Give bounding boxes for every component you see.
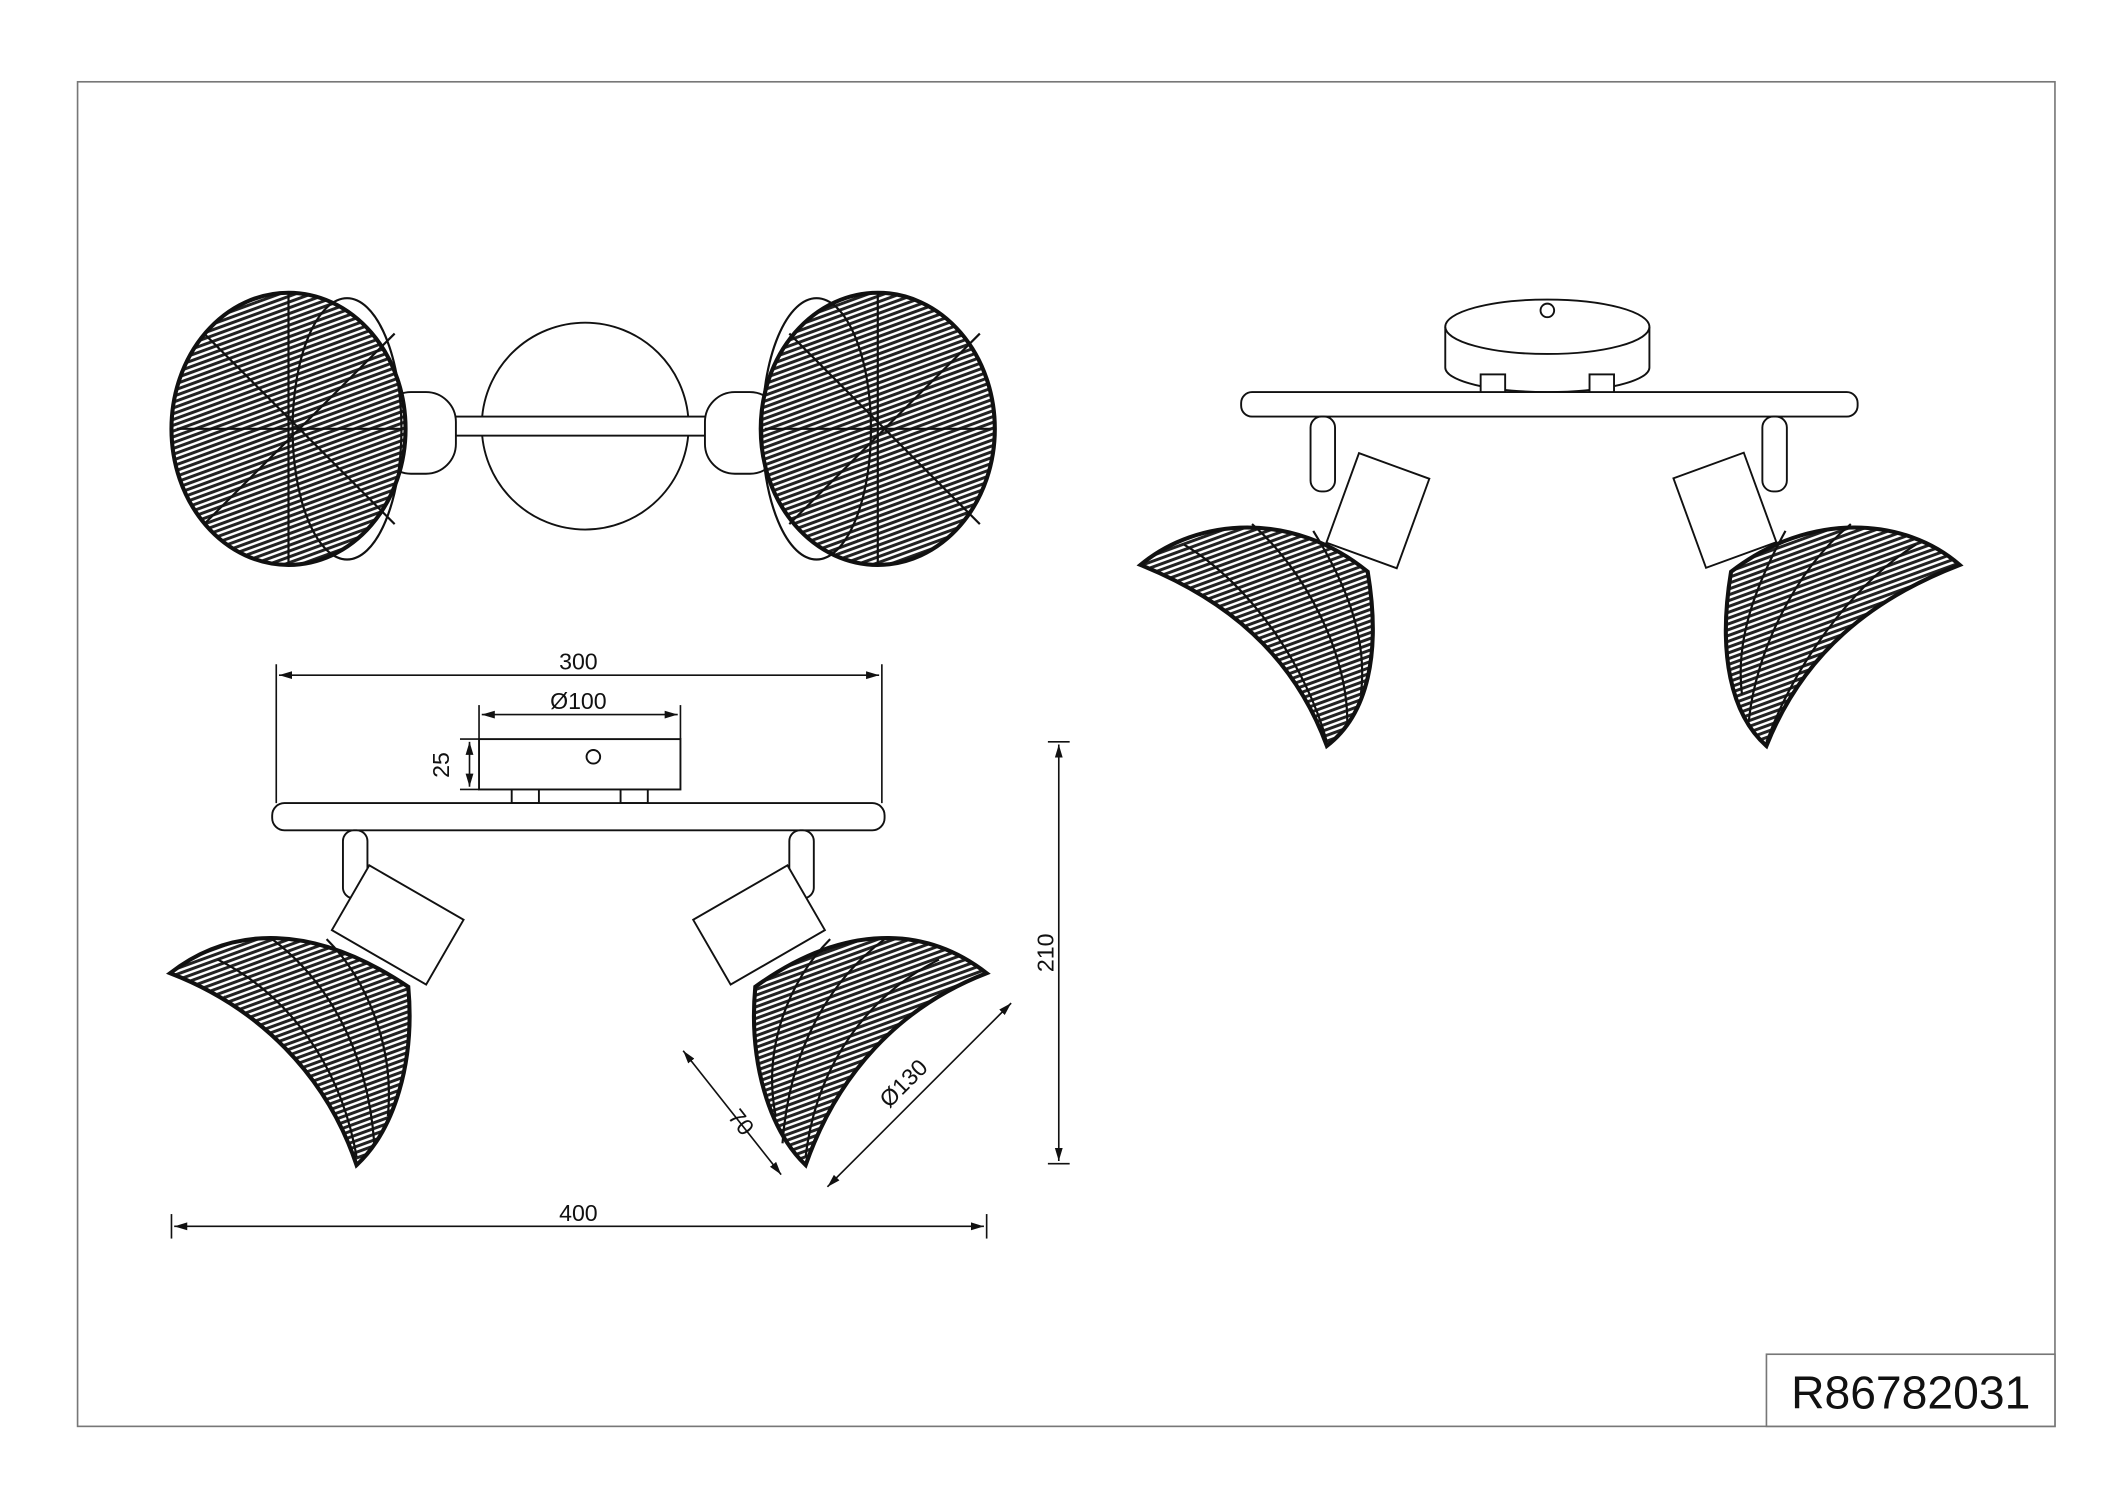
arm-bar-perspective — [1240, 391, 1859, 418]
drawing-frame — [76, 80, 2056, 1428]
left-shade-front — [166, 936, 412, 1169]
dim-bar-length: 300 — [559, 649, 598, 675]
dim-canopy-height: 25 — [428, 752, 454, 778]
left-shade-perspective — [1136, 525, 1375, 750]
dim-total-width: 400 — [559, 1200, 598, 1226]
article-number: R86782031 — [1791, 1367, 2030, 1419]
top-view — [169, 290, 997, 567]
right-shade-front — [751, 936, 991, 1169]
dimensions: 300 Ø100 25 210 400 70 Ø130 — [170, 649, 1070, 1239]
canopy-perspective — [1444, 298, 1651, 355]
dim-shade-depth: 70 — [723, 1104, 759, 1140]
article-number-box — [1765, 1353, 2056, 1428]
screw-icon — [585, 749, 602, 765]
right-shade-perspective — [1723, 525, 1964, 750]
front-view — [166, 738, 991, 1169]
arm-bar-front — [271, 802, 886, 832]
dim-total-height: 210 — [1032, 933, 1058, 972]
dim-canopy-diameter: Ø100 — [550, 688, 607, 714]
perspective-view — [1136, 298, 1964, 750]
canopy-front — [478, 738, 682, 791]
dim-shade-diameter: Ø130 — [874, 1054, 932, 1112]
